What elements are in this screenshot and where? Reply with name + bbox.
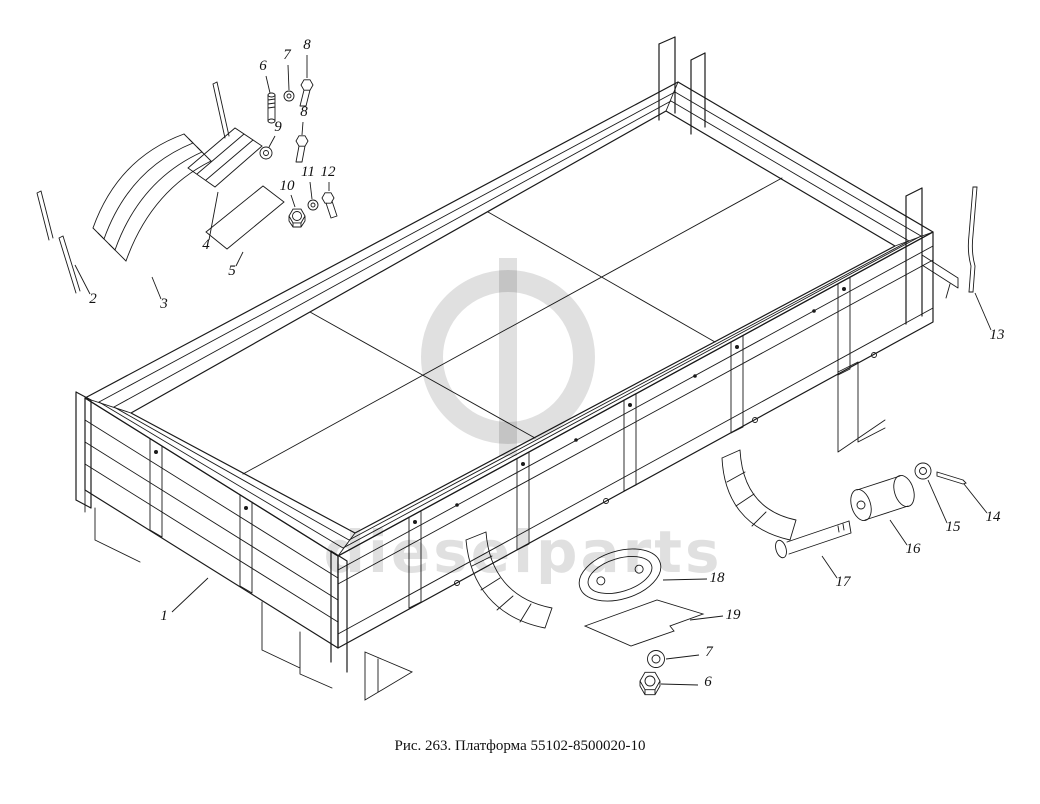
watermark-logo — [421, 270, 595, 444]
part-pins — [36, 81, 230, 294]
callout-18: 18 — [710, 570, 726, 586]
callout-5: 5 — [228, 263, 236, 279]
callout-8-mid: 8 — [300, 104, 308, 120]
callout-7-bottom: 7 — [705, 644, 714, 660]
watermark: dieselparts — [324, 258, 723, 586]
platform-left-end-panel — [84, 397, 339, 649]
callout-4: 4 — [202, 237, 210, 253]
callout-14: 14 — [986, 509, 1002, 525]
part-oval-cover — [578, 548, 662, 602]
callout-leaders — [74, 55, 992, 686]
watermark-logo-bar — [499, 258, 517, 456]
callout-15: 15 — [946, 519, 962, 535]
callout-3: 3 — [159, 296, 168, 312]
watermark-text: dieselparts — [324, 518, 723, 586]
callout-9: 9 — [274, 119, 282, 135]
callout-19: 19 — [726, 607, 742, 623]
callout-16: 16 — [906, 541, 922, 557]
part-plate — [205, 185, 285, 250]
part-rod — [967, 186, 978, 293]
part-fasteners-bottom — [639, 650, 665, 696]
part-bracket-panel — [187, 127, 263, 188]
callout-11: 11 — [301, 164, 315, 180]
callout-2: 2 — [89, 291, 97, 307]
part-roller-group — [775, 462, 967, 559]
platform-near-side-panel — [337, 231, 934, 649]
callout-13: 13 — [990, 327, 1005, 343]
platform-corner-posts — [75, 36, 959, 673]
callout-6-bottom: 6 — [704, 674, 712, 690]
callout-8-top: 8 — [303, 37, 311, 53]
figure-caption: Рис. 263. Платформа 55102-8500020-10 — [394, 738, 646, 754]
callout-1: 1 — [160, 608, 168, 624]
platform-underbody-brackets — [84, 361, 886, 701]
callout-10: 10 — [280, 178, 296, 194]
callout-17: 17 — [836, 574, 853, 590]
callout-6-top: 6 — [259, 58, 267, 74]
callouts: 6 7 8 9 8 10 11 12 2 3 4 5 13 14 15 16 1… — [89, 37, 1004, 690]
callout-7-top: 7 — [283, 47, 292, 63]
part-curved-guard — [92, 133, 212, 262]
callout-12: 12 — [321, 164, 337, 180]
part-gasket-plate — [583, 599, 705, 647]
part-fasteners-top — [259, 79, 338, 228]
